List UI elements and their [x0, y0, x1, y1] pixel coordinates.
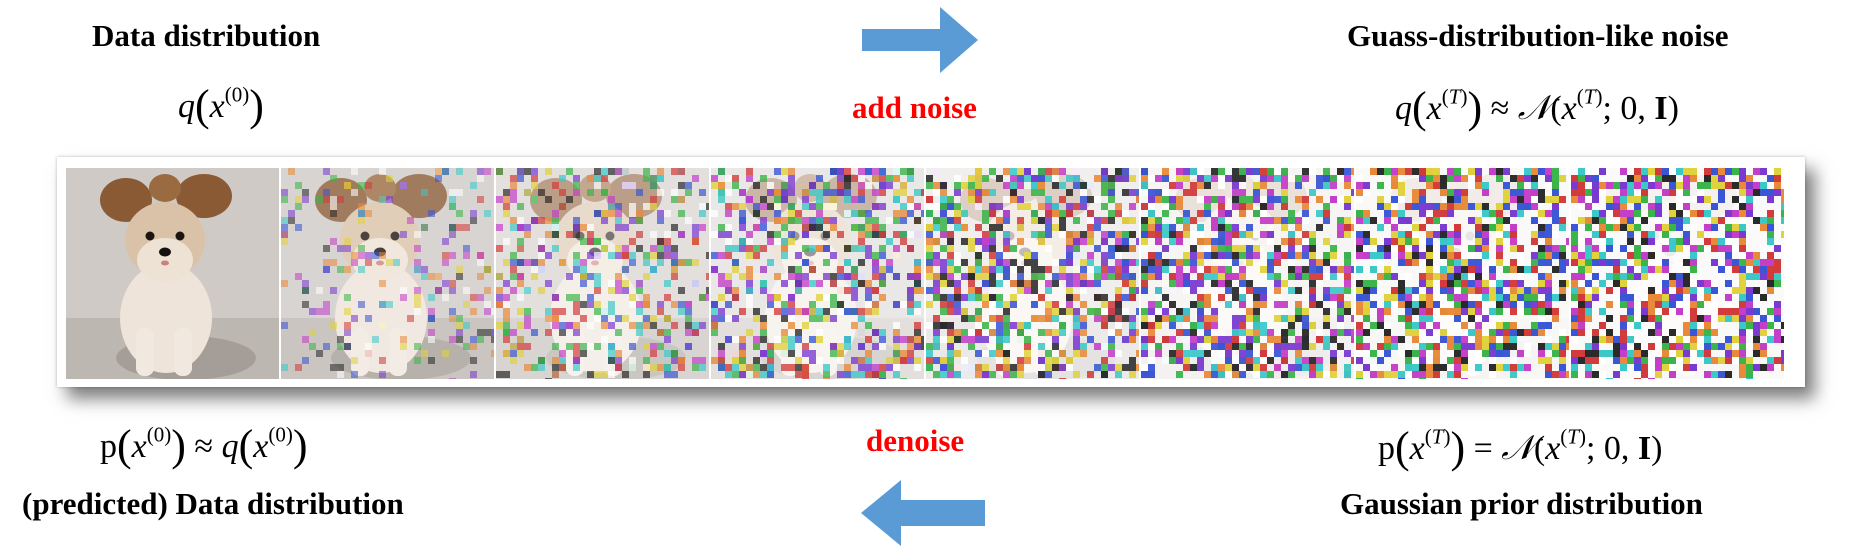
right-arrow-icon — [862, 7, 978, 73]
noisy-dog-image — [1571, 168, 1784, 379]
gaussian-prior-formula: p(x(T)) = 𝒩(x(T); 0, I) — [1378, 423, 1663, 472]
predicted-distribution-title: (predicted) Data distribution — [22, 486, 404, 521]
noisy-dog-image — [496, 168, 709, 379]
diffusion-step-image — [1141, 168, 1354, 379]
predicted-distribution-formula: p(x(0)) ≈ q(x(0)) — [100, 421, 308, 470]
noisy-dog-image — [926, 168, 1139, 379]
diffusion-step-image — [1571, 168, 1784, 379]
gaussian-prior-title: Gaussian prior distribution — [1340, 486, 1703, 521]
noise-distribution-title: Guass-distribution-like noise — [1347, 18, 1729, 53]
noisy-dog-image — [1141, 168, 1354, 379]
add-noise-label: add noise — [852, 90, 977, 125]
data-distribution-formula: q(x(0)) — [178, 81, 264, 130]
diffusion-step-image — [926, 168, 1139, 379]
diffusion-step-image — [496, 168, 709, 379]
noise-distribution-formula: q(x(T)) ≈ 𝒩(x(T); 0, I) — [1395, 83, 1679, 132]
noisy-dog-image — [711, 168, 924, 379]
left-arrow-icon — [861, 480, 985, 546]
noisy-dog-image — [281, 168, 494, 379]
diffusion-image-strip — [57, 157, 1805, 387]
diffusion-step-image — [1356, 168, 1569, 379]
diffusion-step-image — [66, 168, 279, 379]
diffusion-step-image — [281, 168, 494, 379]
denoise-label: denoise — [866, 423, 965, 458]
data-distribution-title: Data distribution — [92, 18, 321, 53]
noisy-dog-image — [66, 168, 279, 379]
noisy-dog-image — [1356, 168, 1569, 379]
diffusion-step-image — [711, 168, 924, 379]
